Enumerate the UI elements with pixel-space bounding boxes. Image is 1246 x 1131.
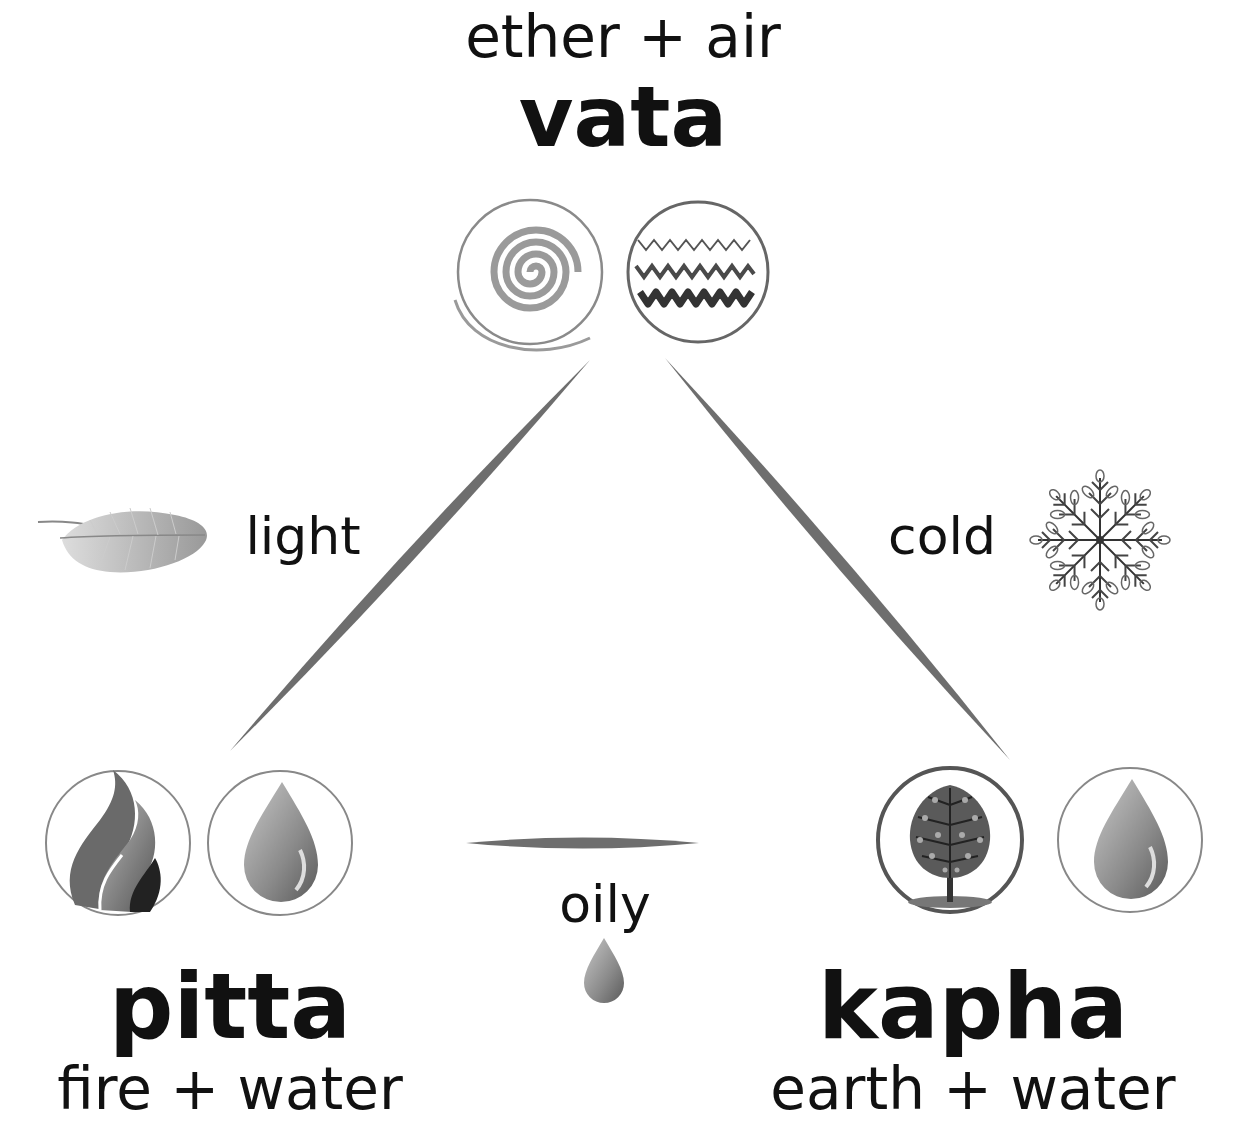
element-pair: earth + water [770,1056,1175,1123]
quality-label: oily [555,875,654,935]
tapered-connector [230,360,590,751]
element-pair: fire + water [57,1056,403,1123]
dosha-name: pitta [109,957,351,1056]
tapered-connector [665,358,1010,760]
dosha-name: kapha [818,957,1128,1056]
quality-label: light [241,507,364,567]
dosha-group: kaphaearth + water [705,762,1241,1127]
dosha-name: vata [519,71,727,163]
element-pair: ether + air [465,4,781,71]
dosha-group: ether + airvata [400,0,846,352]
dosha-group: pittafire + water [0,765,460,1127]
quality-label: cold [884,507,1000,567]
tapered-connector [466,838,699,849]
